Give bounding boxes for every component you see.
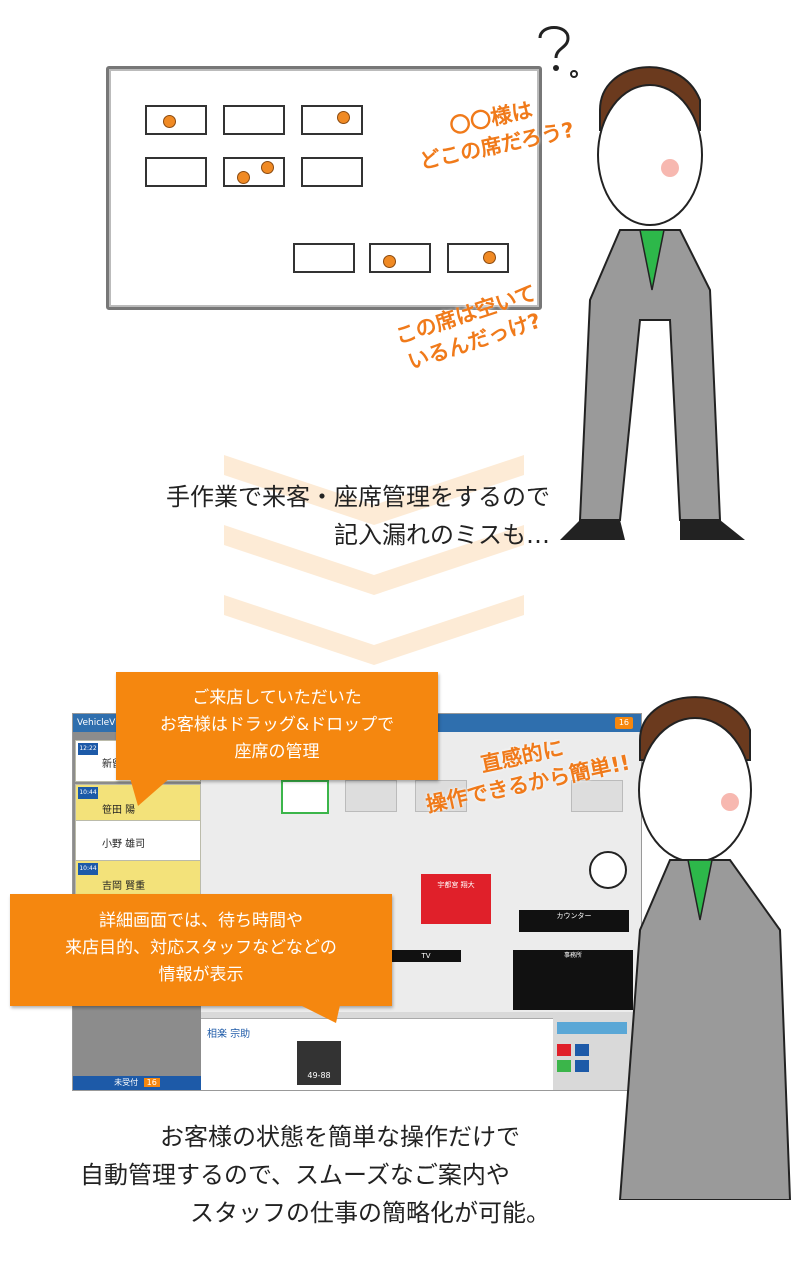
card-time: 10:44	[78, 863, 98, 875]
card-time: 12:22	[78, 743, 98, 755]
action-button[interactable]	[557, 1022, 627, 1034]
counter-label: カウンター	[556, 912, 592, 920]
caption-line: 自動管理するので、スムーズなご案内や	[80, 1161, 510, 1189]
whiteboard	[106, 66, 542, 310]
top-caption: 手作業で来客・座席管理をするので 記入漏れのミスも…	[90, 478, 550, 554]
seat-customer-name: 宇都宮 翔大	[437, 881, 475, 889]
action-button[interactable]	[557, 1044, 571, 1056]
footer-label: 未受付	[114, 1078, 139, 1087]
callout-line: 座席の管理	[234, 742, 320, 762]
detail-panel: 相楽 宗助 49-88	[201, 1018, 553, 1090]
person-dot	[337, 111, 350, 124]
footer-count: 16	[143, 1078, 160, 1087]
card-name: 吉岡 賢重	[102, 881, 146, 892]
seat-box	[301, 157, 363, 187]
seat-tile[interactable]	[571, 780, 623, 812]
callout-line: 情報が表示	[158, 965, 244, 985]
question-mark-icon	[538, 26, 578, 78]
callout-line: お客様はドラッグ&ドロップで	[159, 715, 395, 735]
office-label: 事務所	[563, 952, 582, 959]
plate-number: 49-88	[307, 1071, 331, 1080]
caption-line: 記入漏れのミスも…	[334, 521, 550, 549]
chevron-down-icon	[224, 455, 524, 525]
office-area: 事務所	[513, 950, 633, 1010]
callout-line: 来店目的、対応スタッフなどなどの	[65, 938, 337, 958]
chevron-down-icon	[224, 595, 524, 665]
tv-label: TV	[421, 952, 431, 960]
businessman-thumbs-up-illustration	[589, 696, 792, 1200]
person-dot	[383, 255, 396, 268]
bottom-caption: お客様の状態を簡単な操作だけで 自動管理するので、スムーズなご案内や スタッフの…	[60, 1118, 620, 1232]
card-name: 笹田 陽	[102, 805, 136, 816]
card-name: 新留	[102, 759, 122, 770]
vehicle-photo: 49-88	[297, 1041, 341, 1085]
chevron-down-icon	[224, 525, 524, 595]
seat-box	[223, 105, 285, 135]
caption-line: スタッフの仕事の簡略化が可能。	[190, 1199, 550, 1227]
action-buttons	[557, 1022, 627, 1082]
seat-box	[223, 157, 285, 187]
seat-box	[145, 105, 207, 135]
person-dot	[163, 115, 176, 128]
seat-box	[369, 243, 431, 273]
card-time: 10:44	[78, 787, 98, 799]
seat-tile[interactable]	[281, 780, 329, 814]
seat-box	[145, 157, 207, 187]
seat-tile[interactable]	[415, 780, 467, 812]
seat-tile[interactable]	[345, 780, 397, 812]
callout-detail-screen: 詳細画面では、待ち時間や 来店目的、対応スタッフなどなどの 情報が表示	[10, 894, 392, 1006]
caption-line: 手作業で来客・座席管理をするので	[166, 483, 550, 511]
highlighted-seat[interactable]: 宇都宮 翔大	[421, 874, 491, 924]
seat-box	[293, 243, 355, 273]
card-name: 小野 雄司	[102, 839, 146, 850]
callout-pointer	[130, 778, 170, 806]
counter-area: カウンター	[519, 910, 629, 932]
action-button[interactable]	[575, 1060, 589, 1072]
header-badge: 16	[614, 717, 633, 729]
businessman-thinking-illustration	[560, 66, 745, 540]
callout-pointer	[300, 1005, 340, 1023]
callout-drag-drop: ご来店していただいた お客様はドラッグ&ドロップで 座席の管理	[116, 672, 438, 780]
person-dot	[237, 171, 250, 184]
person-dot	[483, 251, 496, 264]
seat-box	[301, 105, 363, 135]
waiting-footer[interactable]: 未受付 16	[73, 1076, 201, 1090]
tv-area: TV	[391, 950, 461, 962]
customer-card[interactable]: 小野 雄司	[75, 820, 201, 862]
callout-line: 詳細画面では、待ち時間や	[99, 911, 303, 931]
person-dot	[261, 161, 274, 174]
caption-line: お客様の状態を簡単な操作だけで	[160, 1123, 520, 1151]
callout-line: ご来店していただいた	[192, 688, 362, 708]
app-title: VehicleVis	[77, 718, 123, 728]
seat-box	[447, 243, 509, 273]
action-button[interactable]	[575, 1044, 589, 1056]
action-button[interactable]	[557, 1060, 571, 1072]
detail-customer-name: 相楽 宗助	[207, 1029, 251, 1040]
